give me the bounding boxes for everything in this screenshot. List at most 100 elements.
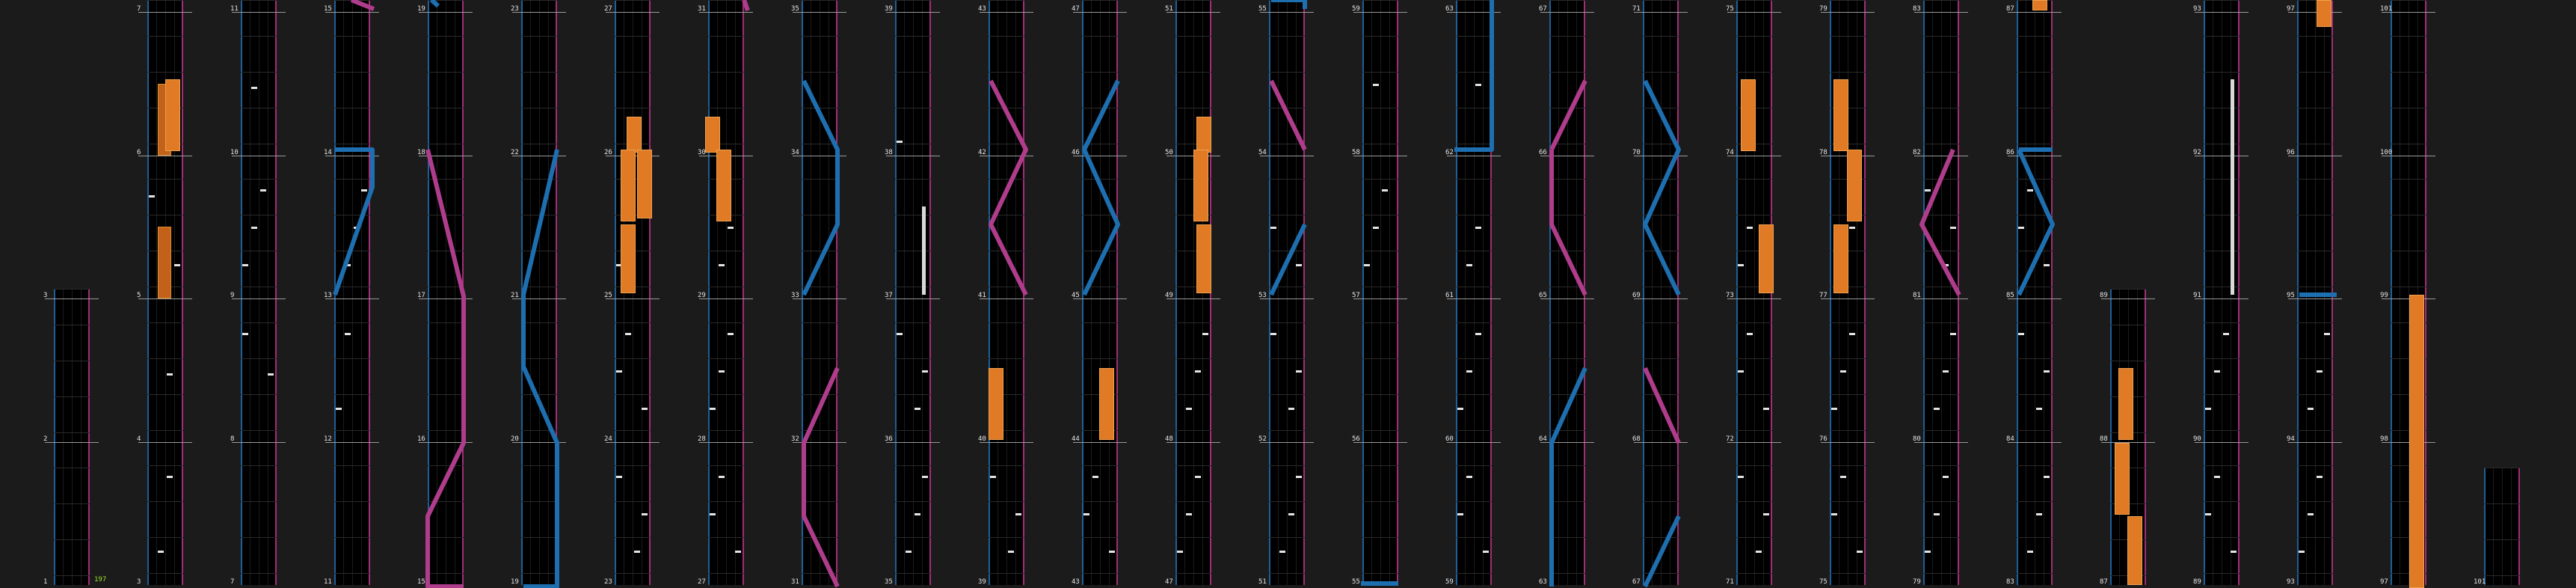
measure-number: 43: [1072, 578, 1080, 586]
measure-separator: [2382, 298, 2435, 299]
measure-number: 5: [137, 292, 141, 299]
beat-line: [802, 573, 837, 574]
beat-line: [989, 501, 1024, 502]
measure-number: 48: [1165, 435, 1173, 443]
measure-separator: [1353, 12, 1407, 13]
beat-line: [1830, 573, 1866, 574]
beat-line: [1923, 573, 1959, 574]
measure-separator: [232, 298, 286, 299]
beat-line: [1456, 501, 1492, 502]
measure-number: 30: [698, 149, 706, 156]
beat-line: [428, 72, 464, 73]
measure-number: 100: [2380, 149, 2393, 156]
chip-note: [710, 408, 716, 410]
beat-line: [2204, 465, 2240, 466]
chip-note: [1270, 333, 1276, 335]
beat-line: [1269, 430, 1305, 431]
chip-note: [345, 264, 351, 266]
lane-line: [63, 289, 64, 585]
beat-line: [1549, 537, 1585, 538]
measure-number: 59: [1445, 578, 1454, 586]
left-edge: [521, 0, 523, 585]
beat-line: [2391, 501, 2426, 502]
measure-separator: [1540, 442, 1594, 443]
measure-number: 44: [1072, 435, 1080, 443]
measure-number: 16: [417, 435, 425, 443]
beat-line: [2204, 394, 2240, 395]
beat-line: [334, 0, 370, 1]
fx-hold: [1193, 150, 1208, 221]
lane-line: [735, 0, 736, 585]
chip-note: [990, 476, 996, 478]
measure-number: 14: [324, 149, 332, 156]
beat-line: [2297, 179, 2333, 180]
right-laser: [742, 0, 750, 12]
beat-line: [802, 36, 837, 37]
beat-line: [615, 322, 651, 323]
beat-line: [428, 322, 464, 323]
beat-line: [1830, 36, 1866, 37]
chip-note: [1109, 551, 1115, 553]
measure-separator: [1353, 442, 1407, 443]
beat-line: [1456, 465, 1492, 466]
fx-hold: [165, 79, 180, 151]
beat-line: [334, 72, 370, 73]
lane-line: [343, 0, 344, 585]
right-edge: [1584, 0, 1585, 585]
chip-note: [719, 370, 725, 373]
beat-line: [2017, 430, 2053, 431]
measure-separator: [2195, 298, 2248, 299]
measure-number: 99: [2380, 292, 2388, 299]
beat-line: [1643, 72, 1679, 73]
fx-hold: [2032, 0, 2047, 10]
measure-number: 35: [791, 5, 799, 13]
beat-line: [989, 394, 1024, 395]
measure-number: 62: [1445, 149, 1454, 156]
chip-note: [2317, 476, 2323, 478]
measure-number: 7: [137, 5, 141, 13]
measure-number: 52: [1258, 435, 1267, 443]
beat-line: [2204, 430, 2240, 431]
beat-line: [1082, 537, 1118, 538]
fx-hold: [2115, 443, 2130, 515]
measure-number: 101: [2474, 578, 2486, 586]
beat-line: [1362, 179, 1398, 180]
right-edge: [1397, 0, 1398, 585]
beat-line: [241, 537, 277, 538]
measure-separator: [1727, 12, 1781, 13]
beat-line: [895, 537, 931, 538]
chip-note: [1195, 370, 1201, 373]
chip-note: [1738, 264, 1744, 266]
beat-line: [1456, 0, 1492, 1]
measure-number: 67: [1539, 5, 1547, 13]
beat-line: [2204, 0, 2240, 1]
beat-line: [147, 465, 183, 466]
chip-note: [1747, 333, 1753, 335]
lane-line: [1754, 0, 1755, 585]
beat-line: [615, 72, 651, 73]
measure-number: 19: [417, 5, 425, 13]
beat-line: [1175, 537, 1211, 538]
chip-note: [2036, 513, 2042, 515]
measure-number: 43: [978, 5, 986, 13]
chip-note: [1857, 551, 1863, 553]
beat-line: [615, 501, 651, 502]
beat-line: [1175, 0, 1211, 1]
chip-note: [1457, 408, 1463, 410]
chip-note: [1475, 333, 1481, 335]
beat-line: [615, 0, 651, 1]
measure-separator: [1447, 298, 1501, 299]
fx-hold: [627, 117, 642, 153]
fx-hold: [1196, 224, 1211, 293]
chip-note: [1840, 476, 1846, 478]
chip-note: [1756, 551, 1762, 553]
beat-line: [1175, 501, 1211, 502]
right-edge: [2145, 289, 2146, 585]
beat-line: [802, 358, 837, 359]
fx-hold: [637, 150, 652, 218]
measure-number: 55: [1352, 578, 1360, 586]
chip-note: [1083, 513, 1089, 515]
measure-number: 42: [978, 149, 986, 156]
beat-line: [54, 289, 90, 290]
measure-column: [428, 0, 464, 585]
